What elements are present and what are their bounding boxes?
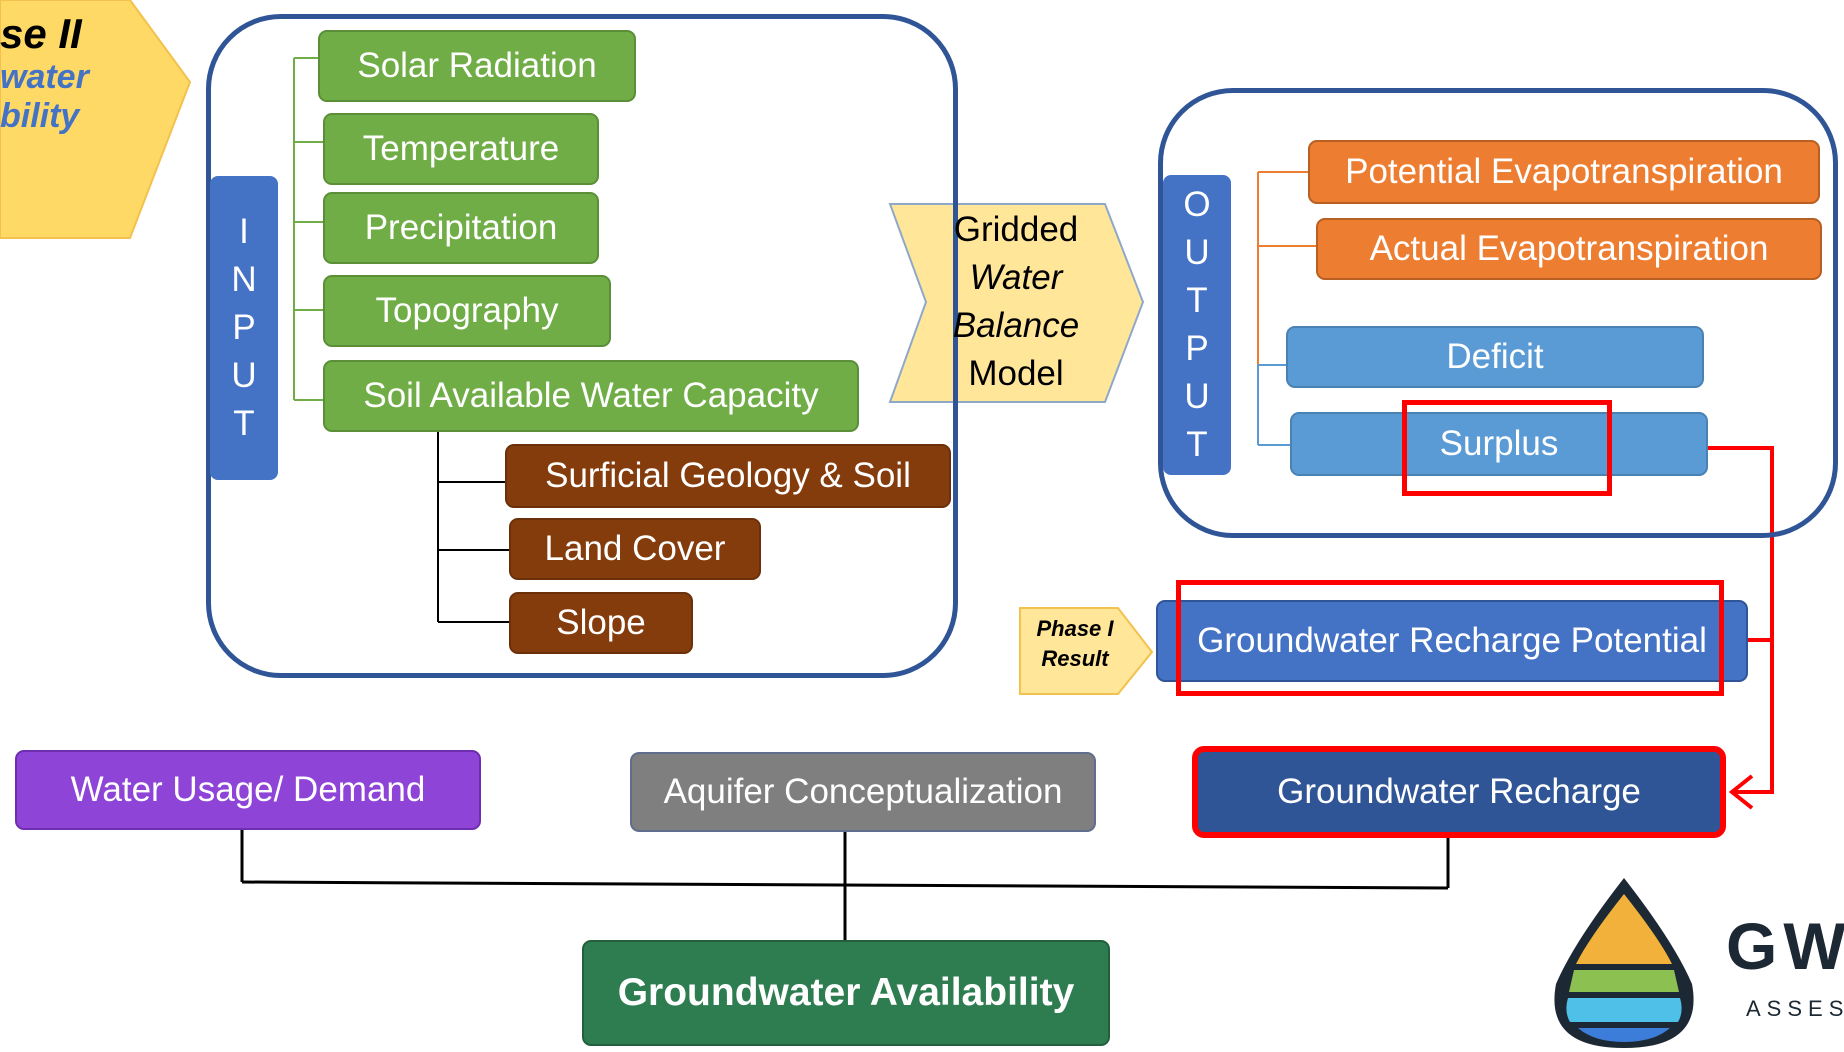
surplus-highlight <box>1402 400 1612 496</box>
water-balance-model: Gridded Water Balance Model <box>926 206 1106 398</box>
sub-surficial-geology: Surficial Geology & Soil <box>505 444 951 508</box>
sub-slope: Slope <box>509 592 693 654</box>
phase1-line2: Result <box>1041 646 1109 671</box>
phase-banner: se II water bility <box>0 10 89 136</box>
output-surplus: Surplus <box>1290 412 1708 476</box>
output-deficit: Deficit <box>1286 326 1704 388</box>
input-soil-awc: Soil Available Water Capacity <box>323 360 859 432</box>
input-frame <box>206 14 958 678</box>
input-topography: Topography <box>323 275 611 347</box>
gw-logo-subtext: ASSESSM <box>1746 996 1844 1021</box>
phase1-shape <box>1019 607 1154 695</box>
output-aet: Actual Evapotranspiration <box>1316 218 1822 280</box>
input-temperature: Temperature <box>323 113 599 185</box>
recharge-potential-highlight <box>1176 580 1724 696</box>
input-precipitation: Precipitation <box>323 192 599 264</box>
gw-logo-text: GW <box>1726 909 1844 983</box>
sub-land-cover: Land Cover <box>509 518 761 580</box>
phase1-result: Phase I Result <box>1020 614 1130 674</box>
output-frame <box>1158 88 1838 538</box>
phase-banner-title: se II <box>0 10 82 57</box>
model-line2: Water <box>969 258 1063 297</box>
gw-logo-drop <box>1554 878 1694 1048</box>
aquifer-conceptualization: Aquifer Conceptualization <box>630 752 1096 832</box>
phase1-line1: Phase I <box>1036 616 1114 641</box>
input-solar-radiation: Solar Radiation <box>318 30 636 102</box>
phase-banner-shape <box>0 0 192 239</box>
output-pet: Potential Evapotranspiration <box>1308 140 1820 204</box>
input-label: I N P U T <box>210 176 278 480</box>
output-label: O U T P U T <box>1163 175 1231 475</box>
phase-banner-line3: bility <box>0 97 80 135</box>
water-usage-demand: Water Usage/ Demand <box>15 750 481 830</box>
recharge-potential: Groundwater Recharge Potential <box>1156 600 1748 682</box>
model-line3: Balance <box>952 306 1080 345</box>
model-line4: Model <box>968 354 1064 393</box>
phase-banner-line2: water <box>0 58 89 96</box>
groundwater-recharge: Groundwater Recharge <box>1192 746 1726 838</box>
model-line1: Gridded <box>953 210 1079 249</box>
groundwater-availability: Groundwater Availability <box>582 940 1110 1046</box>
